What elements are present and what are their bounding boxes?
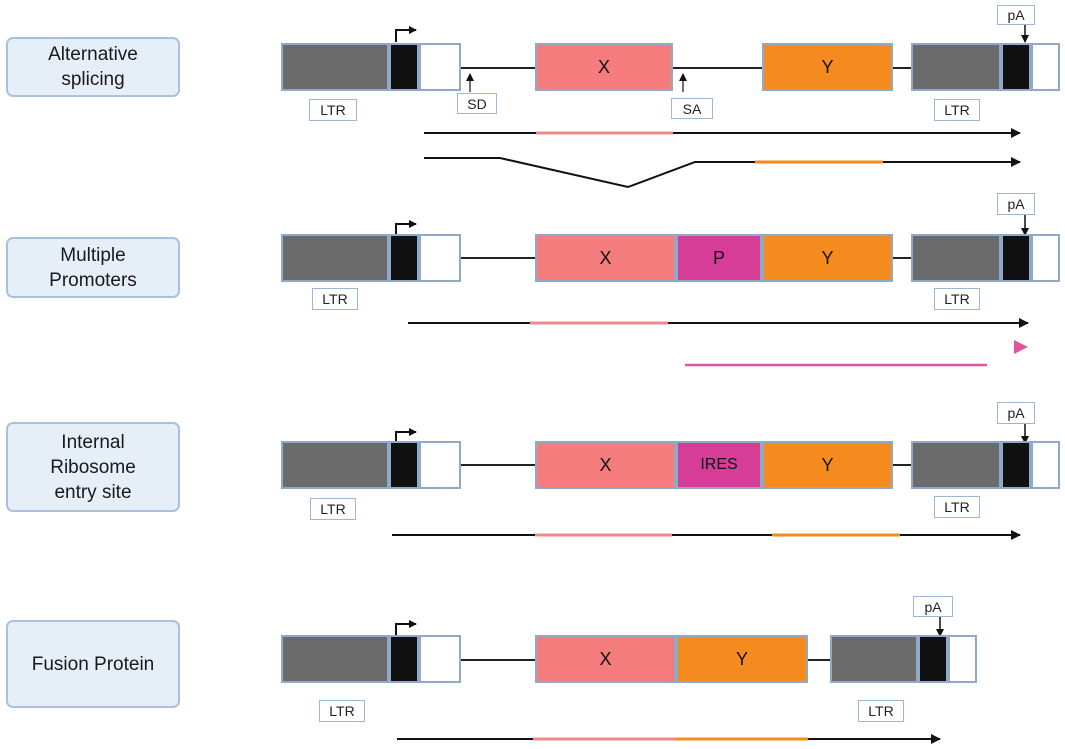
- ltr-label: LTR: [934, 99, 980, 121]
- gene-y-block: Y: [762, 234, 893, 282]
- internal-promoter-block: P: [676, 234, 762, 282]
- ltr-5prime-block: [281, 43, 389, 91]
- promoter-black-block: [389, 635, 419, 683]
- gene-x-block: X: [535, 234, 676, 282]
- sa-label: SA: [671, 98, 713, 119]
- transcription-start-icon: [395, 26, 417, 42]
- ltr-3prime-block: [830, 635, 918, 683]
- ltr-label: LTR: [934, 496, 980, 518]
- white-block: [419, 441, 461, 489]
- ltr-label: LTR: [858, 700, 904, 722]
- gene-x-block: X: [535, 635, 676, 683]
- row-ires: [392, 424, 1029, 540]
- ires-block: IRES: [676, 441, 762, 489]
- pink-arrowhead-icon: [1014, 340, 1028, 354]
- ltr-label: LTR: [310, 498, 356, 520]
- category-ires: Internal Ribosome entry site: [6, 422, 180, 512]
- white-block: [1031, 441, 1060, 489]
- transcription-start-icon: [395, 428, 417, 442]
- ltr-3prime-block: [911, 43, 1001, 91]
- sd-label: SD: [457, 93, 497, 114]
- white-block: [419, 234, 461, 282]
- ltr-label: LTR: [309, 99, 357, 121]
- pa-label: pA: [997, 402, 1035, 424]
- pa-black-block: [1001, 43, 1031, 91]
- ltr-label: LTR: [312, 288, 358, 310]
- transcription-start-icon: [395, 220, 417, 234]
- ltr-3prime-block: [911, 234, 1001, 282]
- gene-y-block: Y: [676, 635, 808, 683]
- transcript-spliced: [424, 157, 1021, 189]
- ltr-label: LTR: [934, 288, 980, 310]
- gene-x-block: X: [535, 441, 676, 489]
- white-block: [419, 43, 461, 91]
- category-alternative-splicing: Alternative splicing: [6, 37, 180, 97]
- white-block: [1031, 43, 1060, 91]
- ltr-5prime-block: [281, 441, 389, 489]
- row-fusion-protein: [395, 615, 944, 744]
- gene-y-block: Y: [762, 441, 893, 489]
- pa-black-block: [1001, 234, 1031, 282]
- pa-label: pA: [997, 193, 1035, 215]
- white-block: [948, 635, 977, 683]
- white-block: [1031, 234, 1060, 282]
- category-multiple-promoters: Multiple Promoters: [6, 237, 180, 298]
- ltr-3prime-block: [911, 441, 1001, 489]
- row-multiple-promoters: [395, 215, 1029, 367]
- promoter-black-block: [389, 43, 419, 91]
- pa-black-block: [918, 635, 948, 683]
- category-fusion-protein: Fusion Protein: [6, 620, 180, 708]
- gene-x-block: X: [535, 43, 673, 91]
- row-alternative-splicing: [395, 24, 1029, 189]
- pa-black-block: [1001, 441, 1031, 489]
- transcription-start-icon: [395, 620, 417, 636]
- ltr-label: LTR: [319, 700, 365, 722]
- promoter-black-block: [389, 441, 419, 489]
- ltr-5prime-block: [281, 234, 389, 282]
- gene-y-block: Y: [762, 43, 893, 91]
- white-block: [419, 635, 461, 683]
- ltr-5prime-block: [281, 635, 389, 683]
- pa-label: pA: [913, 596, 953, 617]
- pa-label: pA: [997, 5, 1035, 25]
- promoter-black-block: [389, 234, 419, 282]
